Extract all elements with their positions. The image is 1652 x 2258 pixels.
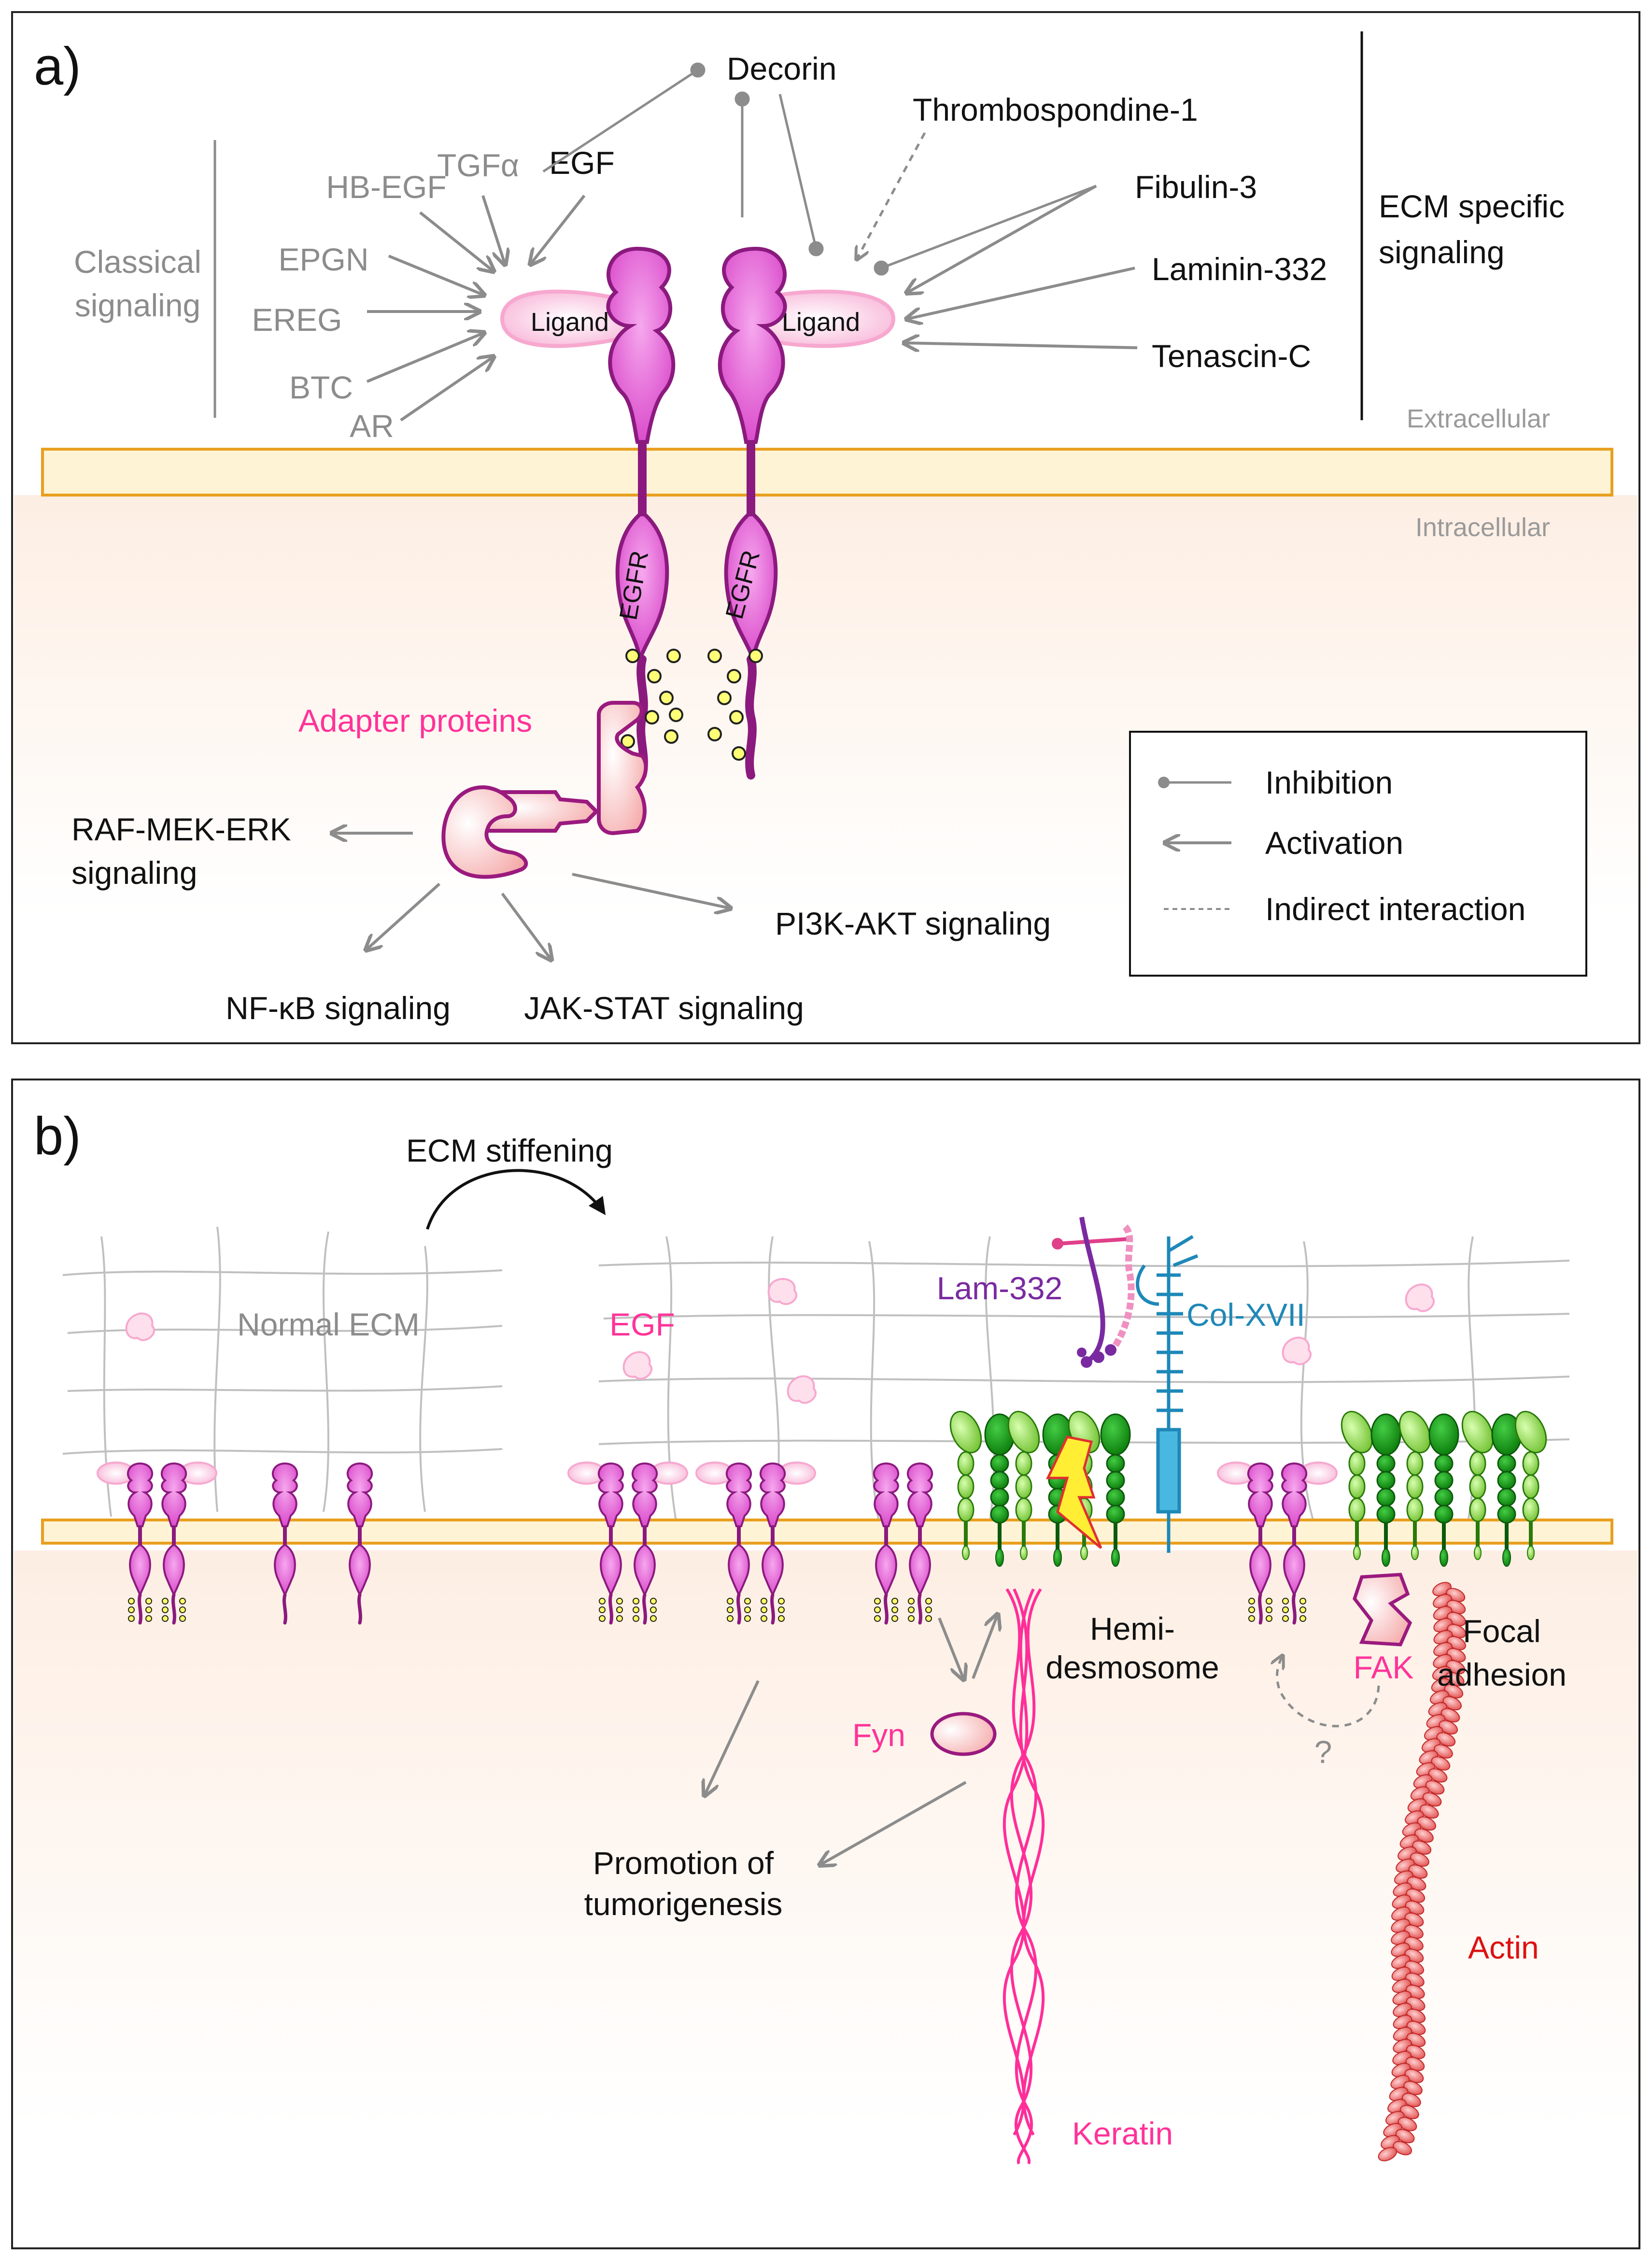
hemidesmosome-line2: desmosome <box>1045 1649 1219 1685</box>
lightning-icon <box>1046 1435 1102 1549</box>
ligand-label-left: Ligand <box>531 308 609 337</box>
indirect-interaction-line <box>857 132 926 258</box>
question-mark-label: ? <box>1314 1734 1332 1770</box>
panel-a-tag: a) <box>34 37 81 96</box>
egf-label: EGF <box>609 1307 675 1342</box>
ecm-ligand-thrombospondine: Thrombospondine-1 <box>913 92 1198 128</box>
ligand-tgfa: TGFα <box>437 147 519 183</box>
focal-adhesion-line2: adhesion <box>1437 1657 1567 1692</box>
focal-adhesion-line1: Focal <box>1463 1613 1540 1649</box>
ligand-epgn: EPGN <box>278 241 368 277</box>
raf-mek-erk-line2: signaling <box>71 855 198 891</box>
fak-egfr-dashed-arrow <box>1277 1657 1380 1728</box>
adapter-proteins-label: Adapter proteins <box>298 703 532 738</box>
legend-activation: Activation <box>1265 825 1403 861</box>
lam332-label: Lam-332 <box>937 1270 1063 1306</box>
panel-a: a) Extracellular Intracellular Classical… <box>11 11 1640 1044</box>
ecm-ligand-decorin: Decorin <box>727 51 836 86</box>
ecm-ligand-tenascin: Tenascin-C <box>1152 338 1311 374</box>
ecm-specific-signaling-line1: ECM specific <box>1379 188 1565 224</box>
downstream-arrows <box>333 833 729 959</box>
keratin-label: Keratin <box>1072 2116 1173 2151</box>
ecm-stiffening-arrow <box>426 1169 606 1230</box>
collagen-xvii <box>1136 1235 1199 1553</box>
ligand-hb-egf: HB-EGF <box>326 169 446 205</box>
colxvii-label: Col-XVII <box>1186 1297 1305 1333</box>
actin-filament <box>1378 1582 1467 2161</box>
inhibition-lines <box>542 62 1097 276</box>
hemidesmosome-line1: Hemi- <box>1090 1611 1175 1647</box>
fyn-protein <box>930 1712 997 1756</box>
egfr-receptor-left: EGFR <box>608 249 673 775</box>
ecm-specific-signaling-line2: signaling <box>1379 234 1505 270</box>
legend-indirect: Indirect interaction <box>1265 891 1525 927</box>
ligand-btc: BTC <box>289 369 353 405</box>
normal-ecm-label: Normal ECM <box>237 1307 420 1342</box>
laminin-332 <box>1052 1217 1135 1368</box>
pi3k-akt-label: PI3K-AKT signaling <box>775 906 1051 941</box>
fyn-label: Fyn <box>852 1717 905 1753</box>
legend: Inhibition Activation Indirect interacti… <box>1129 731 1587 977</box>
ecm-stiffening-label: ECM stiffening <box>406 1133 613 1168</box>
legend-inhibition: Inhibition <box>1265 765 1393 800</box>
keratin-filament <box>1002 1588 1045 2165</box>
fak-protein <box>1353 1573 1412 1647</box>
jak-stat-label: JAK-STAT signaling <box>524 990 804 1026</box>
classical-activation-arrows <box>366 195 586 422</box>
ligand-ar: AR <box>350 408 394 444</box>
ecm-ligand-fibulin: Fibulin-3 <box>1135 169 1257 205</box>
ligand-label-right: Ligand <box>782 308 860 337</box>
nfkb-label: NF-κB signaling <box>226 990 451 1026</box>
plasma-membrane-b <box>41 1519 1613 1545</box>
extracellular-label: Extracellular <box>1407 404 1550 433</box>
actin-label: Actin <box>1468 1930 1539 1965</box>
panel-b: b) ECM stiffening Normal ECM <box>11 1079 1640 2249</box>
panel-b-arrows <box>705 1616 997 1864</box>
plasma-membrane-a <box>41 448 1613 497</box>
promotion-line2: tumorigenesis <box>584 1886 783 1922</box>
fak-label: FAK <box>1354 1649 1414 1685</box>
classical-signaling-line1: Classical <box>74 244 201 280</box>
intracellular-label: Intracellular <box>1415 513 1550 542</box>
raf-mek-erk-line1: RAF-MEK-ERK <box>71 811 291 847</box>
ligand-ereg: EREG <box>252 302 342 338</box>
panel-b-tag: b) <box>34 1107 81 1166</box>
promotion-line1: Promotion of <box>593 1845 774 1881</box>
free-egf-ligands <box>125 1278 1435 1404</box>
classical-signaling-line2: signaling <box>75 287 201 323</box>
adapter-proteins <box>441 701 648 879</box>
ecm-ligand-laminin: Laminin-332 <box>1152 251 1327 287</box>
phosphorylation-sites <box>621 649 763 761</box>
ligand-egf: EGF <box>549 145 615 181</box>
ecm-activation-arrows <box>905 185 1138 348</box>
